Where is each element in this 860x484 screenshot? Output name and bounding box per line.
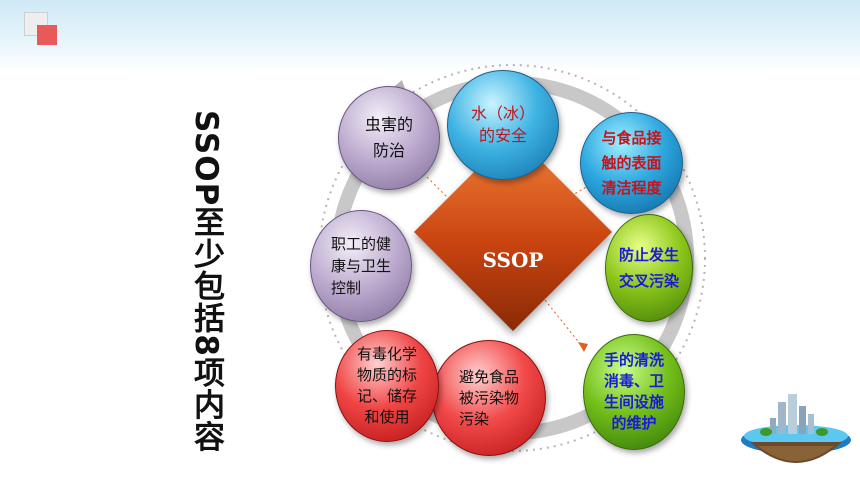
header-band	[0, 0, 860, 72]
node-cross-contamination-label: 防止发生 交叉污染	[618, 246, 679, 290]
node-water-safety-label: 水（冰） 的安全	[470, 104, 535, 145]
node-hand-washing: 手的清洗 消毒、卫 生间设施 的维护	[583, 334, 685, 450]
node-hand-washing-label: 手的清洗 消毒、卫 生间设施 的维护	[603, 351, 664, 432]
node-staff-health: 职工的健 康与卫生 控制	[310, 210, 412, 322]
page-title: SSOP至少包括8项内容	[188, 110, 224, 453]
node-toxic-chemicals-label: 有毒化学 物质的标 记、储存 和使用	[356, 345, 417, 426]
node-contact-surface: 与食品接 触的表面 清洁程度	[580, 112, 683, 214]
node-avoid-pollutants-label: 避免食品 被污染物 污染	[458, 367, 519, 428]
node-staff-health-label: 职工的健 康与卫生 控制	[330, 235, 391, 297]
logo-square-red	[37, 25, 57, 45]
logo-squares	[0, 0, 60, 48]
node-cross-contamination: 防止发生 交叉污染	[605, 214, 693, 322]
connector-arrow	[578, 342, 588, 352]
connector-se	[544, 299, 586, 351]
node-pest-control-label: 虫害的 防治	[364, 115, 413, 160]
center-label: SSOP	[482, 248, 544, 272]
node-toxic-chemicals: 有毒化学 物质的标 记、储存 和使用	[335, 330, 439, 442]
ring-dotted	[318, 64, 706, 452]
node-water-safety: 水（冰） 的安全	[447, 70, 559, 180]
node-avoid-pollutants: 避免食品 被污染物 污染	[432, 340, 546, 456]
city-island-illustration	[741, 394, 851, 463]
node-pest-control: 虫害的 防治	[338, 86, 440, 190]
node-contact-surface-label: 与食品接 触的表面 清洁程度	[601, 128, 662, 197]
